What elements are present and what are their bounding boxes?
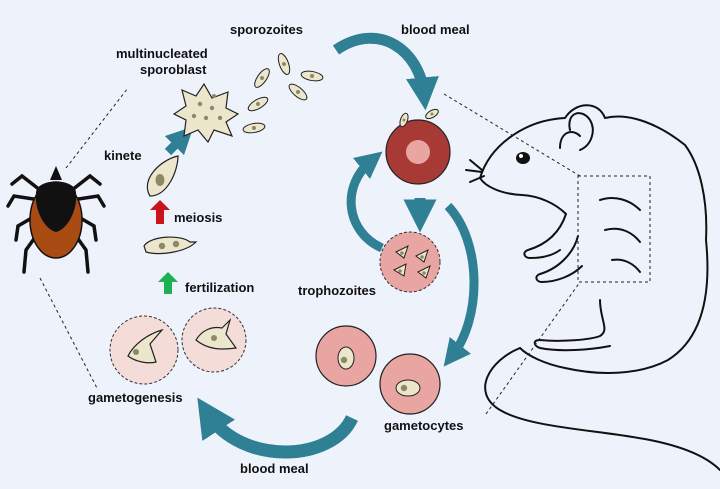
tick-connector-upper [65,87,129,169]
mouse-body-outline [479,104,709,374]
label-kinete: kinete [104,148,142,163]
tick-vector-illustration [6,166,106,274]
sporozoites-group [242,53,324,134]
label-sporoblast-line2: sporoblast [140,62,207,77]
arrow-trophozoite-to-rbc [346,151,385,253]
label-gametogenesis: gametogenesis [88,390,183,405]
cycle-arrows [164,32,479,459]
label-gametocytes: gametocytes [384,418,463,433]
gamete-cell-right [181,307,247,373]
mouse-ear-inner [559,131,581,149]
mouse-ear [568,112,594,151]
zygote [143,236,198,255]
arrow-kinete-to-sporoblast [164,126,194,156]
label-sporoblast-line1: multinucleated [116,46,208,61]
inset-connector-top [443,93,581,177]
label-meiosis: meiosis [174,210,222,225]
inset-connector-bottom [485,281,581,415]
mouse-front-leg [523,213,567,259]
arrow-sporozoites-to-host [332,32,439,111]
tick-scutum [35,181,77,232]
label-fertilization: fertilization [185,280,254,295]
meiosis-arrow [150,200,170,224]
arrow-to-gametocytes [443,202,479,367]
label-sporozoites: sporozoites [230,22,303,37]
mouse-head [479,177,567,215]
kinete [146,155,179,197]
mouse-eye [516,152,530,164]
mouse-front-leg-2 [535,235,583,283]
gametocyte-rbc-1 [315,325,377,387]
fertilization-arrow [158,272,178,294]
sporozoites-entering-rbc [399,108,439,128]
mouse-hind-leg [533,299,611,352]
infected-rbc [385,119,451,185]
gamete-cell-left [109,315,179,385]
mouse-whiskers [465,159,485,183]
arrow-blood-meal-to-tick [197,397,358,459]
mouse-tail [484,347,720,471]
mouse-eye-highlight [519,154,523,158]
multinucleated-sporoblast [172,82,240,144]
label-blood-meal-top: blood meal [401,22,470,37]
trophozoite-rbc [379,231,441,293]
mouse-skin-inset-box [577,175,651,283]
gametocyte-rbc-2 [379,353,441,415]
mouse-host-illustration [465,104,720,471]
label-blood-meal-bottom: blood meal [240,461,309,476]
tick-connector-lower [39,277,99,391]
label-trophozoites: trophozoites [298,283,376,298]
mouse-fur-detail [599,197,641,273]
tick-mouthparts [50,166,62,180]
